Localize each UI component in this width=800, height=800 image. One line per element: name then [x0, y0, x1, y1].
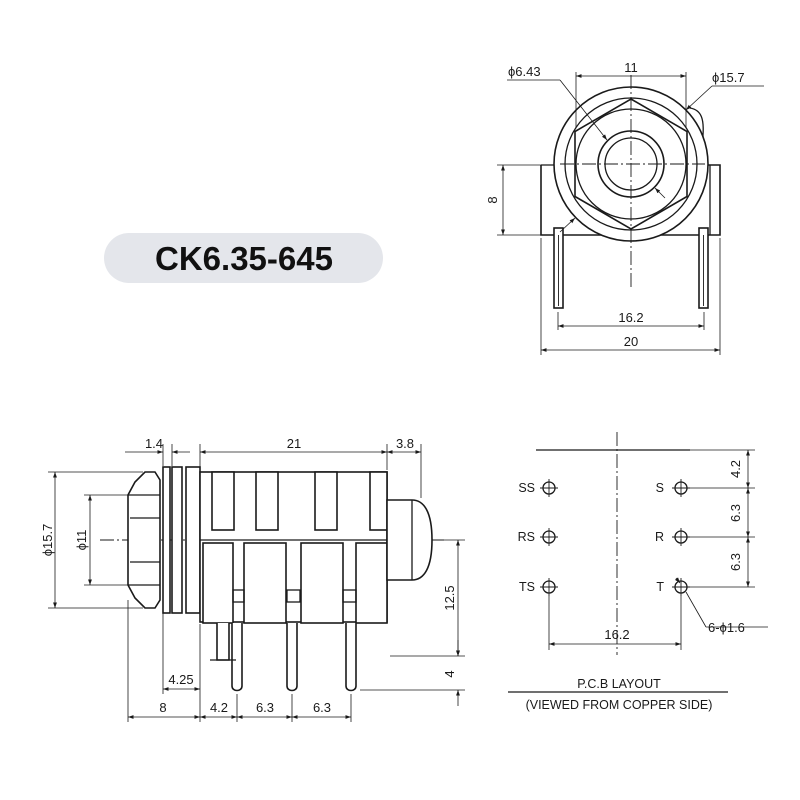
dim-side-pin-height: 12.5 — [442, 585, 457, 610]
dim-pcb-span: 16.2 — [604, 627, 629, 642]
dim-side-d-outer: ϕ15.7 — [40, 524, 55, 557]
dim-front-d-inner: ϕ6.43 — [508, 64, 541, 79]
pcb-label-ts: TS — [519, 580, 535, 594]
dim-side-bushing: 3.8 — [396, 436, 414, 451]
dim-front-pin-span: 16.2 — [618, 310, 643, 325]
pcb-label-s: S — [656, 481, 664, 495]
pcb-label-r: R — [655, 530, 664, 544]
pcb-hole-r — [672, 528, 690, 546]
title-badge: CK6.35-645 — [104, 233, 383, 283]
pcb-hole-ss — [540, 479, 558, 497]
dim-side-flange: 1.4 — [145, 436, 163, 451]
part-number-title: CK6.35-645 — [155, 240, 333, 277]
dim-side-body-length: 21 — [287, 436, 301, 451]
dim-pcb-pitch-2: 6.3 — [728, 553, 743, 571]
pcb-hole-t — [672, 578, 690, 596]
side-view: 1.4 21 3.8 ϕ15.7 ϕ11 12.5 4 4.25 — [40, 436, 465, 722]
dim-side-offset-b: 8 — [159, 700, 166, 715]
dim-side-pitch-c: 6.3 — [313, 700, 331, 715]
dim-side-pitch-a: 4.2 — [210, 700, 228, 715]
pcb-layout: SS RS TS S R T 4.2 6.3 6.3 16.2 6-ϕ1.6 P… — [508, 432, 768, 712]
dim-side-pitch-b: 6.3 — [256, 700, 274, 715]
pcb-hole-ts — [540, 578, 558, 596]
dim-side-d-thread: ϕ11 — [74, 530, 89, 551]
dim-front-height: 8 — [485, 196, 500, 203]
dim-front-width: 20 — [624, 334, 638, 349]
dim-front-d-outer: ϕ15.7 — [712, 70, 745, 85]
pcb-label-rs: RS — [518, 530, 535, 544]
pcb-label-ss: SS — [518, 481, 535, 495]
front-view: ϕ6.43 11 ϕ15.7 8 16.2 20 — [485, 60, 764, 355]
pcb-subcaption: (VIEWED FROM COPPER SIDE) — [526, 698, 713, 712]
dim-side-pin-length: 4 — [442, 670, 457, 677]
dim-side-offset-a: 4.25 — [168, 672, 193, 687]
dim-pcb-pitch-1: 6.3 — [728, 504, 743, 522]
dim-front-hex-width: 11 — [624, 60, 638, 75]
pcb-label-t: T — [656, 580, 664, 594]
dim-pcb-top-offset: 4.2 — [728, 460, 743, 478]
dim-pcb-holes: 6-ϕ1.6 — [708, 620, 745, 635]
pcb-hole-s — [672, 479, 690, 497]
pcb-caption: P.C.B LAYOUT — [577, 677, 661, 691]
pcb-hole-rs — [540, 528, 558, 546]
